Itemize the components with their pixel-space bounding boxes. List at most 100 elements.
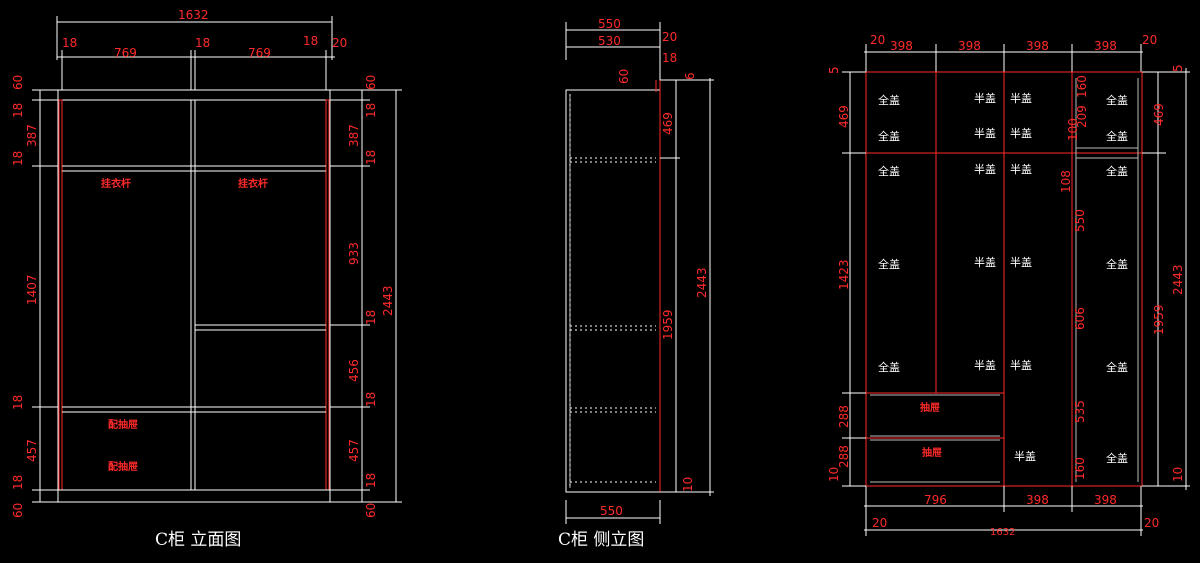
note-half-2: 半盖 — [1010, 91, 1032, 105]
front-right-d6: 18 — [364, 310, 378, 325]
side-right-d1: 469 — [661, 112, 675, 135]
note-full-11: 全盖 — [1106, 451, 1128, 465]
door-top-w4: 398 — [1094, 39, 1117, 53]
side-right-total: 2443 — [695, 267, 709, 298]
side-top-d2: 530 — [598, 34, 621, 48]
door-top-w3: 398 — [1026, 39, 1049, 53]
front-right-total: 2443 — [381, 285, 395, 316]
door-inner-d3: 100 — [1066, 118, 1080, 141]
front-right-d11: 60 — [364, 503, 378, 518]
side-top-d1: 550 — [598, 17, 621, 31]
door-inner-d8: 160 — [1073, 457, 1087, 480]
front-dim-bay-l: 769 — [114, 46, 137, 60]
front-label-rod-l: 挂衣杆 — [101, 177, 131, 190]
front-dim-side-r: 18 — [303, 34, 318, 48]
door-right-d2: 469 — [1152, 103, 1166, 126]
note-full-2: 全盖 — [878, 129, 900, 143]
note-half-9: 半盖 — [974, 358, 996, 372]
front-left-d4: 18 — [11, 151, 25, 166]
front-right-d4: 18 — [364, 150, 378, 165]
front-right-d8: 18 — [364, 392, 378, 407]
door-bottom-w1: 796 — [924, 493, 947, 507]
note-half-5: 半盖 — [974, 162, 996, 176]
door-inner-d4: 108 — [1059, 170, 1073, 193]
front-right-d5: 933 — [347, 242, 361, 265]
front-dim-edge-r: 20 — [332, 36, 347, 50]
note-full-4: 全盖 — [878, 257, 900, 271]
side-right-d3: 10 — [681, 477, 695, 492]
note-half-4: 半盖 — [1010, 126, 1032, 140]
front-left-d5: 1407 — [25, 274, 39, 305]
front-label-rod-r: 挂衣杆 — [238, 177, 268, 190]
door-left-d2: 469 — [837, 105, 851, 128]
front-caption: C柜 立面图 — [155, 530, 241, 550]
door-top-edge-l: 20 — [870, 33, 885, 47]
door-bottom-edge-r: 20 — [1144, 516, 1159, 530]
note-full-6: 全盖 — [1106, 93, 1128, 107]
front-right-d10: 18 — [364, 473, 378, 488]
front-left-d1: 60 — [11, 75, 25, 90]
door-top-w1: 398 — [890, 39, 913, 53]
front-dim-mid: 18 — [195, 36, 210, 50]
door-left-d3: 1423 — [837, 259, 851, 290]
door-inner-d2: 209 — [1075, 105, 1089, 128]
note-half-10: 半盖 — [1010, 358, 1032, 372]
note-full-3: 全盖 — [878, 164, 900, 178]
door-inner-d6: 606 — [1073, 307, 1087, 330]
side-caption: C柜 侧立图 — [558, 530, 644, 550]
front-right-d2: 18 — [364, 103, 378, 118]
note-half-8: 半盖 — [1010, 255, 1032, 269]
note-half-1: 半盖 — [974, 91, 996, 105]
note-half-7: 半盖 — [974, 255, 996, 269]
front-right-d1: 60 — [364, 75, 378, 90]
side-small-a: 60 — [617, 69, 631, 84]
front-left-d3: 387 — [25, 124, 39, 147]
door-left-d4: 288 — [837, 405, 851, 428]
note-full-8: 全盖 — [1106, 164, 1128, 178]
door-drawer-bottom: 抽屉 — [922, 446, 942, 459]
door-drawer-top: 抽屉 — [920, 401, 940, 414]
side-top-d1-edge: 20 — [662, 30, 677, 44]
door-left-d1: 5 — [827, 66, 841, 74]
note-full-9: 全盖 — [1106, 257, 1128, 271]
side-elevation: 550 20 530 18 60 6 469 1959 2443 10 550 … — [558, 17, 714, 550]
front-left-d6: 18 — [11, 395, 25, 410]
door-top-w2: 398 — [958, 39, 981, 53]
front-dim-side-l: 18 — [62, 36, 77, 50]
door-right-total: 2443 — [1171, 264, 1185, 295]
note-full-5: 全盖 — [878, 360, 900, 374]
side-top-d2-edge: 18 — [662, 51, 677, 65]
door-right-d1: 5 — [1171, 64, 1185, 72]
front-dim-total: 1632 — [178, 8, 209, 22]
note-half-6: 半盖 — [1010, 162, 1032, 176]
front-elevation: 1632 18 769 18 769 18 20 挂衣杆 挂衣杆 配抽屉 配抽屉 — [11, 8, 402, 550]
door-inner-d7: 535 — [1073, 400, 1087, 423]
door-left-d6: 10 — [827, 467, 841, 482]
door-right-d4: 10 — [1171, 467, 1185, 482]
side-small-b: 6 — [683, 72, 697, 80]
note-full-10: 全盖 — [1106, 360, 1128, 374]
door-inner-d1: 160 — [1075, 75, 1089, 98]
note-half-11: 半盖 — [1014, 449, 1036, 463]
side-right-d2: 1959 — [661, 309, 675, 340]
note-full-7: 全盖 — [1106, 129, 1128, 143]
door-bottom-w3: 398 — [1094, 493, 1117, 507]
door-inner-d5: 550 — [1073, 209, 1087, 232]
front-dim-bay-r: 769 — [248, 46, 271, 60]
front-right-d3: 387 — [347, 124, 361, 147]
note-full-1: 全盖 — [878, 93, 900, 107]
door-bottom-total: 1632 — [990, 527, 1015, 538]
door-left-d5: 288 — [837, 445, 851, 468]
front-left-d2: 18 — [11, 103, 25, 118]
door-layout: 20 398 398 398 398 20 全盖 全盖 全盖 全盖 全盖 全盖 … — [827, 33, 1190, 538]
front-left-d8: 18 — [11, 475, 25, 490]
front-right-d7: 456 — [347, 359, 361, 382]
front-left-d9: 60 — [11, 503, 25, 518]
side-bottom-dim: 550 — [600, 504, 623, 518]
door-bottom-edge-l: 20 — [872, 516, 887, 530]
front-label-drawer-2: 配抽屉 — [108, 460, 138, 473]
note-half-3: 半盖 — [974, 126, 996, 140]
front-left-d7: 457 — [25, 439, 39, 462]
